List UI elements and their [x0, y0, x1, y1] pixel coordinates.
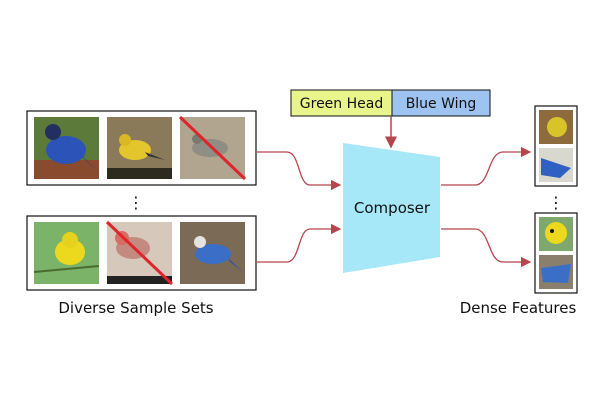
dense-features-ellipsis: ⋮	[548, 193, 564, 212]
bird-image-yellow-bird	[33, 222, 100, 284]
cross-out-mark	[178, 115, 247, 181]
sample-set-1	[26, 110, 257, 186]
feature-crop-blue-wing	[539, 255, 573, 289]
feature-crop-blue-wing	[539, 148, 573, 182]
composer-to-feature1-arrow	[441, 146, 532, 186]
dense-feature-2	[534, 212, 578, 294]
composer-block	[343, 143, 440, 273]
feature-crop-green-head	[539, 110, 573, 144]
bird-image-blue-jay	[180, 222, 245, 284]
feature-crop-green-head	[539, 217, 573, 251]
bird-image-warbler	[107, 117, 172, 179]
sample-sets-caption: Diverse Sample Sets	[58, 299, 213, 317]
attribute-tokens: Green Head Blue Wing	[290, 89, 491, 117]
blue-wing-token	[391, 89, 491, 117]
composer-to-feature2-arrow	[441, 228, 532, 268]
green-head-label: Green Head	[300, 96, 383, 112]
set2-to-composer-arrow	[257, 223, 342, 263]
dense-feature-1	[534, 105, 578, 187]
sample-set-2	[26, 215, 257, 291]
bird-image-red-bird	[105, 220, 174, 286]
composer-label: Composer	[354, 199, 431, 217]
set1-to-composer-arrow	[257, 151, 342, 191]
bird-image-gray-bird	[178, 115, 247, 181]
sample-sets-ellipsis: ⋮	[128, 193, 144, 212]
green-head-token	[290, 89, 393, 117]
blue-wing-label: Blue Wing	[406, 96, 477, 112]
dense-features-caption: Dense Features	[460, 299, 577, 317]
bird-image-blue-jay	[34, 117, 99, 179]
cross-out-mark	[105, 220, 174, 286]
